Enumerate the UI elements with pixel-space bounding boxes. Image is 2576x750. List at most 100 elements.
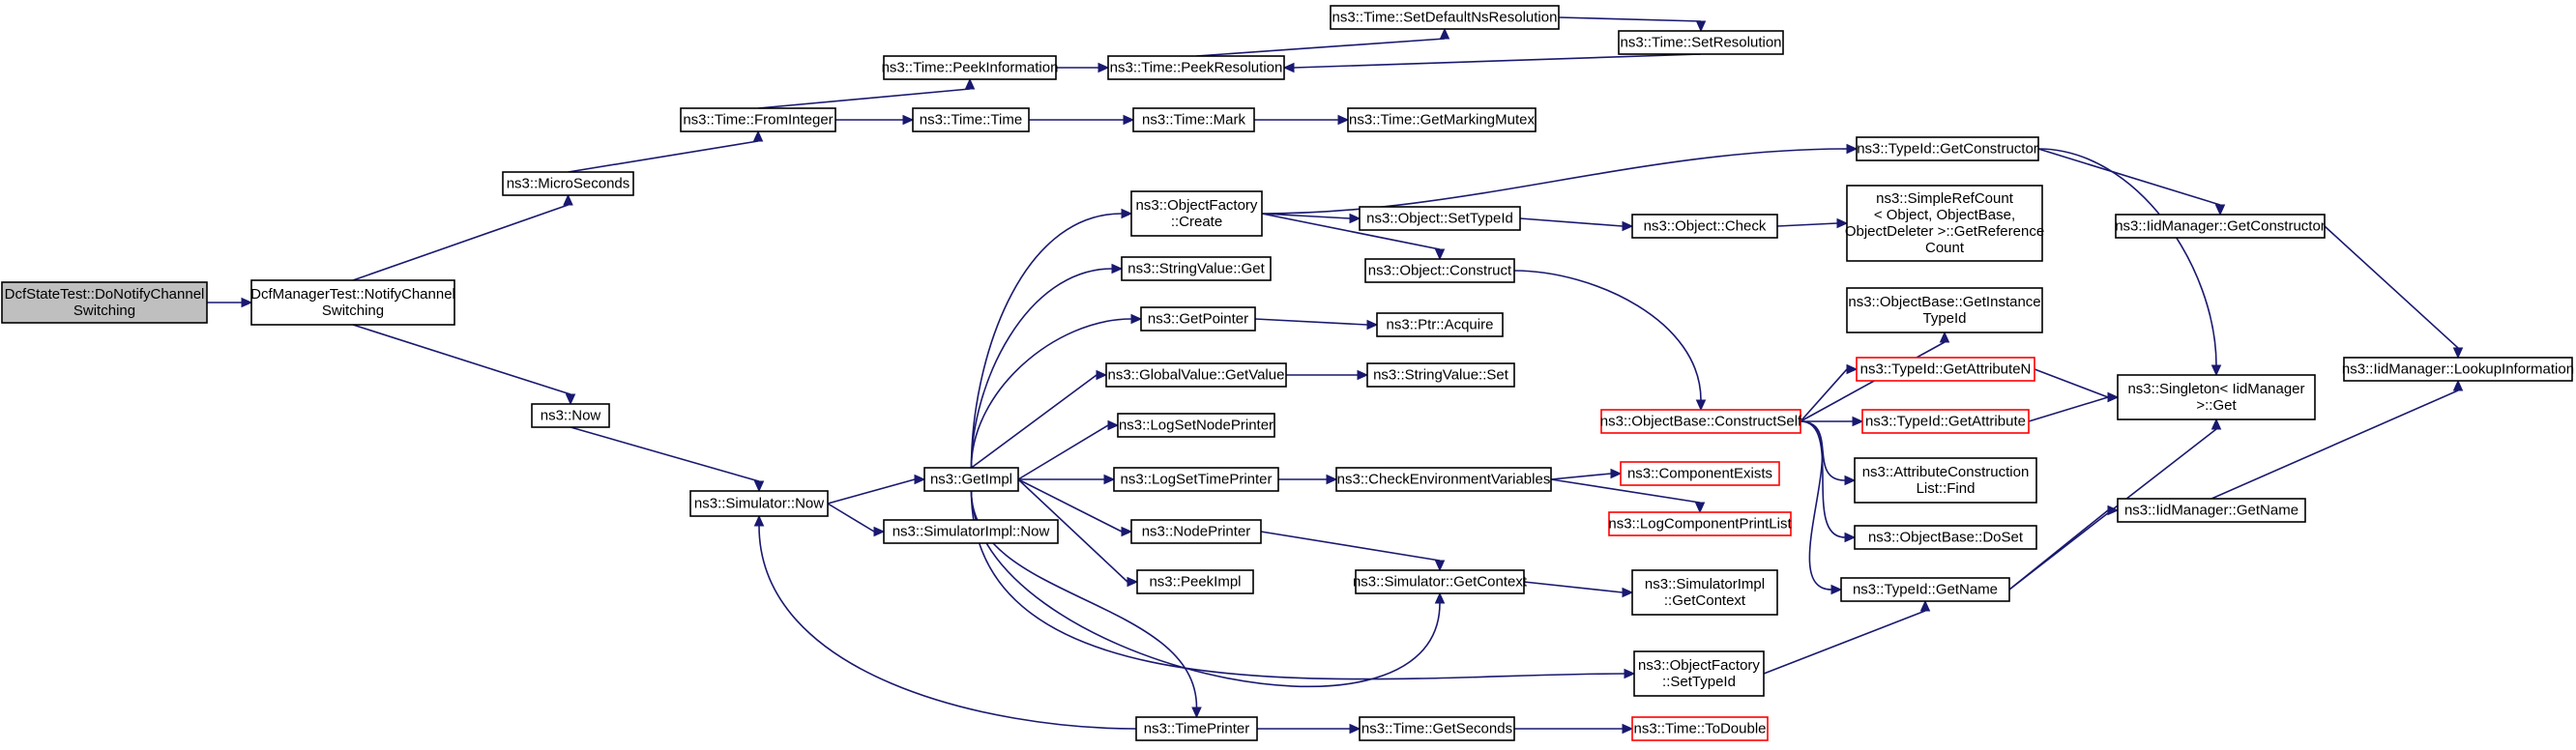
node-nodeprinter[interactable]: ns3::NodePrinter [1130,519,1262,544]
node-construct[interactable]: ns3::Object::Construct [1364,258,1515,283]
node-getimpl[interactable]: ns3::GetImpl [923,467,1019,492]
node-box [1132,107,1255,132]
node-now[interactable]: ns3::Now [531,403,610,428]
node-doset[interactable]: ns3::ObjectBase::DoSet [1854,525,2037,550]
node-label: DcfManagerTest::NotifyChannel [250,286,455,303]
node-timetime[interactable]: ns3::Time::Time [912,107,1030,132]
arrowhead [1622,587,1634,598]
node-getname[interactable]: ns3::TypeId::GetName [1840,577,2010,602]
node-label: ns3::Time::PeekResolution [1110,60,1283,76]
node-box [1359,206,1521,231]
edge-getimpl-to-strget [970,263,1124,469]
node-objcheck[interactable]: ns3::Object::Check [1631,214,1778,239]
node-label: ns3::PeekImpl [1149,574,1241,591]
edge-simnow-to-getimpl [827,474,926,505]
node-getattrn[interactable]: ns3::TypeId::GetAttributeN [1856,357,2035,382]
arrowhead [902,114,915,126]
node-box [1117,413,1275,438]
node-settypeid[interactable]: ns3::Object::SetTypeId [1359,206,1521,231]
node-getcontext[interactable]: ns3::Simulator::GetContext [1353,569,1528,594]
node-logtime[interactable]: ns3::LogSetTimePrinter [1113,467,1279,492]
node-peekinfo[interactable]: ns3::Time::PeekInformation [882,55,1059,80]
node-label: Switching [322,303,384,319]
node-label: ns3::StringValue::Get [1127,261,1265,277]
node-label: ns3::ObjectFactory [1136,197,1258,214]
arrowhead [1107,419,1120,431]
node-micro[interactable]: ns3::MicroSeconds [502,171,634,196]
node-box [502,171,634,196]
node-singleton[interactable]: ns3::Singleton< IidManager>::Get [2117,374,2316,420]
node-simnow[interactable]: ns3::Simulator::Now [689,490,829,517]
node-strget[interactable]: ns3::StringValue::Get [1121,256,1272,281]
node-logcomp[interactable]: ns3::LogComponentPrintList [1608,511,1792,536]
arrowhead [1836,217,1849,229]
node-getattr[interactable]: ns3::TypeId::GetAttribute [1861,409,2030,434]
node-label: ns3::Now [541,408,601,424]
node-label: ns3::Object::Construct [1368,263,1512,279]
node-box [2115,214,2326,239]
node-timeprinter[interactable]: ns3::TimePrinter [1135,716,1258,741]
node-box [1140,306,1256,332]
edge-dcfmgr-to-now [352,324,576,406]
node-getptr[interactable]: ns3::GetPointer [1140,306,1256,332]
edge-getctor-to-singleton [2037,148,2222,377]
arrowhead [2210,364,2222,377]
node-ofcreate[interactable]: ns3::ObjectFactory::Create [1130,190,1263,237]
node-ofsettype[interactable]: ns3::ObjectFactory::SetTypeId [1633,650,1765,697]
node-compexists[interactable]: ns3::ComponentExists [1620,461,1780,486]
node-label: ns3::SimpleRefCount [1876,190,2014,207]
edge-checkenv-to-compexists [1550,468,1623,480]
node-mark[interactable]: ns3::Time::Mark [1132,107,1255,132]
arrowhead [1366,319,1379,331]
node-label: Switching [73,303,135,319]
node-label: ns3::IidManager::GetName [2124,503,2298,519]
node-setres[interactable]: ns3::Time::SetResolution [1618,30,1784,55]
node-label: ns3::LogComponentPrintList [1608,516,1792,533]
arrowhead [1357,369,1369,381]
node-getmutex[interactable]: ns3::Time::GetMarkingMutex [1347,107,1537,132]
arrowhead [1326,474,1338,485]
node-simplerefcount[interactable]: ns3::SimpleRefCount< Object, ObjectBase,… [1845,185,2044,262]
node-fromint[interactable]: ns3::Time::FromInteger [680,107,836,132]
arrowhead [1844,475,1857,486]
edge-ofcreate-to-construct [1261,213,1446,261]
node-box [1856,357,2035,382]
node-todouble[interactable]: ns3::Time::ToDouble [1631,716,1769,741]
node-box [1105,362,1287,388]
node-peekres[interactable]: ns3::Time::PeekResolution [1107,55,1285,80]
arrowhead [753,480,765,493]
arrowhead [1434,591,1446,604]
node-simimplctx[interactable]: ns3::SimulatorImpl::GetContext [1631,569,1778,616]
arrowhead [1844,532,1857,543]
node-lookup[interactable]: ns3::IidManager::LookupInformation [2342,357,2574,382]
arrowhead [565,393,576,406]
edge-root-to-dcfmgr [207,297,253,308]
node-iidgetctor[interactable]: ns3::IidManager::GetConstructor [2115,214,2326,239]
edge-timeprinter-to-simnow [753,514,1137,730]
node-checkenv[interactable]: ns3::CheckEnvironmentVariables [1335,467,1552,492]
arrowhead [1939,331,1950,343]
node-gvget[interactable]: ns3::GlobalValue::GetValue [1105,362,1287,388]
node-acquire[interactable]: ns3::Ptr::Acquire [1376,312,1504,337]
node-iidgetname[interactable]: ns3::IidManager::GetName [2117,498,2306,523]
edge-peekres-to-setdefns [1195,27,1450,57]
node-label: ns3::Time::SetResolution [1620,35,1781,51]
node-lognode[interactable]: ns3::LogSetNodePrinter [1117,413,1275,438]
edge-logtime-to-checkenv [1278,474,1338,485]
node-simimplnow[interactable]: ns3::SimulatorImpl::Now [883,519,1059,544]
node-peekimpl[interactable]: ns3::PeekImpl [1136,569,1254,594]
node-getctor[interactable]: ns3::TypeId::GetConstructor [1856,136,2039,161]
edge-nodeprinter-to-getcontext [1260,531,1446,572]
node-getseconds[interactable]: ns3::Time::GetSeconds [1359,716,1515,741]
node-constructself[interactable]: ns3::ObjectBase::ConstructSelf [1600,409,1802,434]
edge-getimpl-to-nodeprinter [1017,478,1133,537]
edge-fromint-to-peekinfo [757,77,976,109]
edge-getimpl-to-ofcreate [970,208,1133,469]
node-strset[interactable]: ns3::StringValue::Set [1366,362,1515,388]
arrowhead [1096,369,1108,381]
node-setdefns[interactable]: ns3::Time::SetDefaultNsResolution [1330,5,1560,30]
